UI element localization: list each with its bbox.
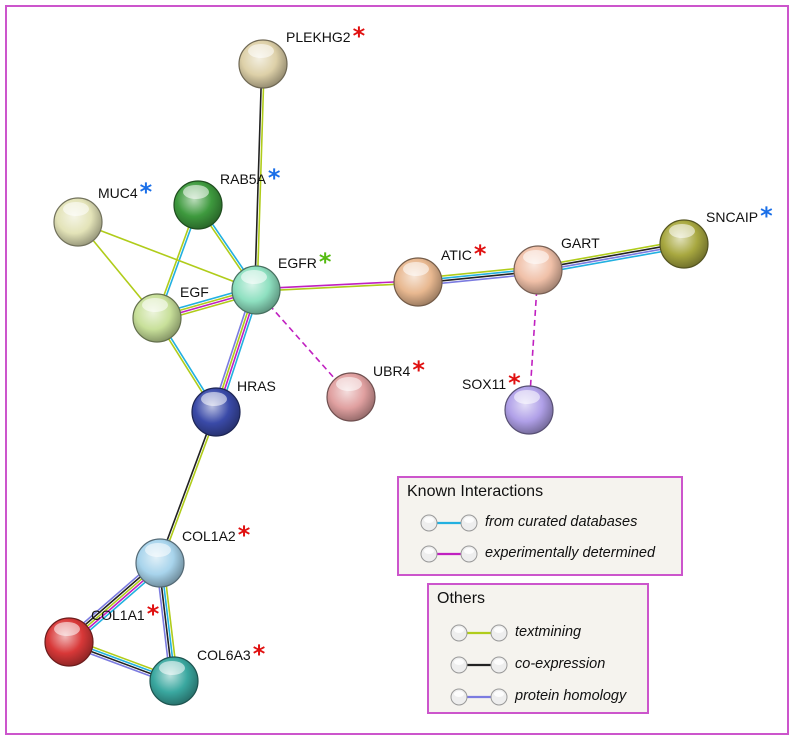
edge-egfr-atic [255, 280, 419, 292]
legend-label-curated: from curated databases [485, 514, 638, 530]
legend-label-homology: protein homology [515, 688, 627, 704]
node-highlight [336, 377, 362, 391]
node-highlight [403, 262, 429, 276]
node-col1a1[interactable]: COL1A1* [44, 600, 160, 667]
node-label: MUC4 [98, 185, 138, 201]
edge-line-textmining [256, 64, 265, 291]
edge-line-coexpression [254, 63, 263, 290]
node-star-marker: * [319, 248, 332, 276]
node-sncaip[interactable]: SNCAIP* [659, 202, 773, 269]
node-atic[interactable]: ATIC* [393, 240, 487, 307]
edge-line-textmining [77, 221, 257, 291]
node-label: SNCAIP [706, 209, 758, 225]
node-egfr[interactable]: EGFR* [231, 248, 332, 315]
legend-others: Others textmining co-expression protein … [427, 583, 649, 714]
node-muc4[interactable]: MUC4* [53, 178, 153, 247]
edge-line-experimental [255, 280, 418, 290]
node-highlight [142, 298, 168, 312]
legend-swatch-shine [454, 627, 464, 633]
node-sox11[interactable]: SOX11* [462, 369, 554, 435]
legend-swatch-textmining [450, 624, 508, 642]
node-star-marker: * [474, 240, 487, 268]
node-star-marker: * [412, 356, 425, 384]
legend-swatch-shine [424, 517, 434, 523]
node-layer: PLEKHG2*RAB5A*MUC4*EGFR*EGFHRASUBR4*ATIC… [44, 22, 773, 706]
node-star-marker: * [508, 369, 521, 397]
node-label: SOX11 [462, 376, 506, 392]
node-highlight [514, 390, 540, 404]
node-plekhg2[interactable]: PLEKHG2* [238, 22, 366, 89]
node-highlight [241, 270, 267, 284]
legend-swatch-shine [494, 627, 504, 633]
legend-swatch-curated [420, 514, 478, 532]
legend-label-textmining: textmining [515, 624, 582, 640]
node-label: RAB5A [220, 171, 267, 187]
legend-swatch-shine [494, 659, 504, 665]
node-label: EGFR [278, 255, 317, 271]
node-star-marker: * [760, 202, 773, 230]
node-highlight [159, 661, 185, 675]
node-rab5a[interactable]: RAB5A* [173, 164, 281, 230]
node-label: ATIC [441, 247, 472, 263]
node-label: COL6A3 [197, 647, 251, 663]
edge-line-coexpression [537, 242, 684, 270]
node-col6a3[interactable]: COL6A3* [149, 640, 266, 706]
node-star-marker: * [140, 178, 153, 206]
legend-swatch-shine [454, 659, 464, 665]
edge-gart-sncaip [537, 239, 685, 275]
legend-others-title: Others [437, 590, 486, 607]
legend-known-interactions: Known Interactions from curated database… [397, 476, 683, 576]
node-highlight [63, 202, 89, 216]
edge-line-textmining [256, 282, 419, 292]
node-label: COL1A1 [91, 607, 145, 623]
node-label: PLEKHG2 [286, 29, 351, 45]
legend-swatch-shine [454, 691, 464, 697]
node-label: EGF [180, 284, 209, 300]
node-egf[interactable]: EGF [132, 284, 209, 343]
legend-swatch-shine [464, 548, 474, 554]
edge-muc4-egfr [77, 221, 257, 291]
node-label: HRAS [237, 378, 276, 394]
edge-line-homology [538, 244, 685, 272]
legend-swatch-coexpression [450, 656, 508, 674]
node-highlight [248, 44, 274, 58]
legend-swatch-homology [450, 688, 508, 706]
edge-line-textmining [537, 239, 684, 268]
node-highlight [523, 250, 549, 264]
node-highlight [145, 543, 171, 557]
node-gart[interactable]: GART [513, 235, 600, 295]
node-highlight [201, 392, 227, 406]
node-hras[interactable]: HRAS [191, 378, 276, 437]
edge-hras-col1a2 [158, 411, 218, 564]
legend-label-coexpression: co-expression [515, 656, 606, 672]
edge-line-curated [538, 246, 685, 275]
legend-swatch-shine [494, 691, 504, 697]
legend-label-experimental: experimentally determined [485, 545, 656, 561]
legend-swatch-experimental [420, 545, 478, 563]
node-star-marker: * [353, 22, 366, 50]
node-col1a2[interactable]: COL1A2* [135, 521, 251, 588]
edge-plekhg2-egfr [254, 63, 265, 291]
node-highlight [183, 185, 209, 199]
node-highlight [669, 224, 695, 238]
node-star-marker: * [253, 640, 266, 668]
legend-known-title: Known Interactions [407, 483, 544, 500]
node-star-marker: * [147, 600, 160, 628]
node-label: GART [561, 235, 600, 251]
node-label: UBR4 [373, 363, 411, 379]
legend-swatch-shine [464, 517, 474, 523]
node-star-marker: * [238, 521, 251, 549]
legend-swatch-shine [424, 548, 434, 554]
edge-line-coexpression [158, 411, 216, 563]
node-star-marker: * [268, 164, 281, 192]
node-ubr4[interactable]: UBR4* [326, 356, 425, 422]
node-label: COL1A2 [182, 528, 236, 544]
diagram-frame [5, 5, 789, 735]
edge-line-textmining [160, 412, 218, 564]
node-highlight [54, 622, 80, 636]
